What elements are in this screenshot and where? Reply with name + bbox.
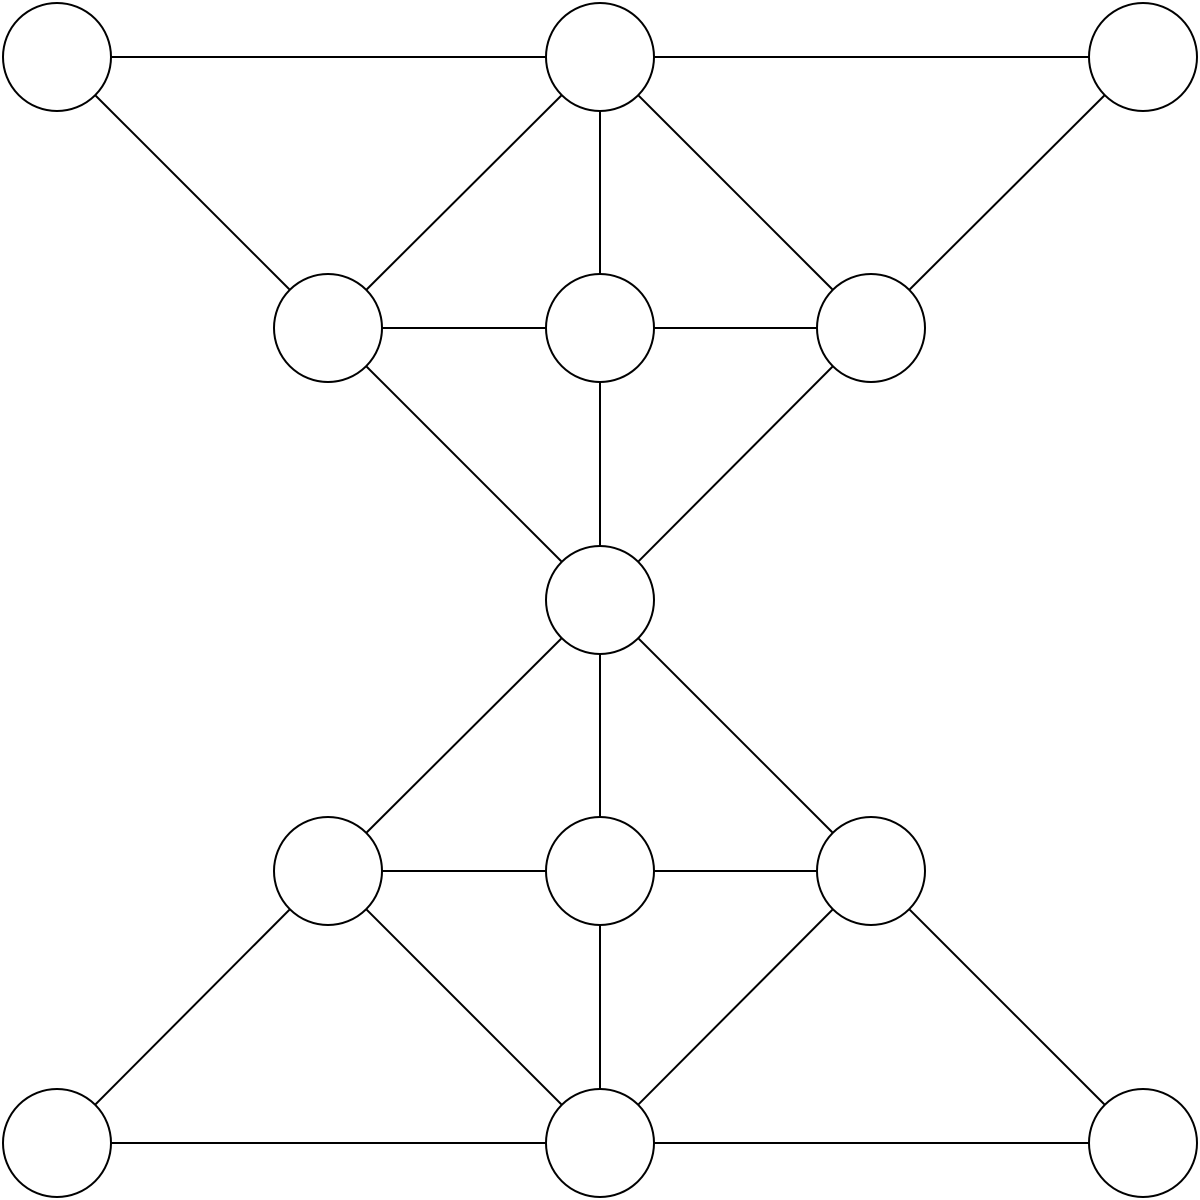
edge-n9-n12 [870, 870, 1144, 1144]
edge-n0-n3 [56, 56, 329, 329]
node-n11 [545, 1088, 655, 1198]
node-n8 [545, 816, 655, 926]
node-n2 [1088, 2, 1198, 112]
node-n5 [816, 273, 926, 383]
edge-n1-n3 [327, 56, 601, 329]
node-n3 [273, 273, 383, 383]
edge-n6-n9 [599, 599, 872, 872]
edge-n2-n5 [870, 56, 1144, 329]
node-n4 [545, 273, 655, 383]
node-n1 [545, 2, 655, 112]
edge-n1-n5 [599, 56, 872, 329]
node-n0 [2, 2, 112, 112]
node-n6 [545, 545, 655, 655]
edge-n7-n10 [56, 870, 329, 1144]
edge-n5-n6 [599, 327, 872, 601]
node-n9 [816, 816, 926, 926]
edge-n3-n6 [327, 327, 601, 601]
edge-n9-n11 [599, 870, 872, 1144]
node-n12 [1088, 1088, 1198, 1198]
edge-n6-n7 [327, 599, 601, 872]
edge-n7-n11 [327, 870, 601, 1144]
node-n10 [2, 1088, 112, 1198]
node-n7 [273, 816, 383, 926]
